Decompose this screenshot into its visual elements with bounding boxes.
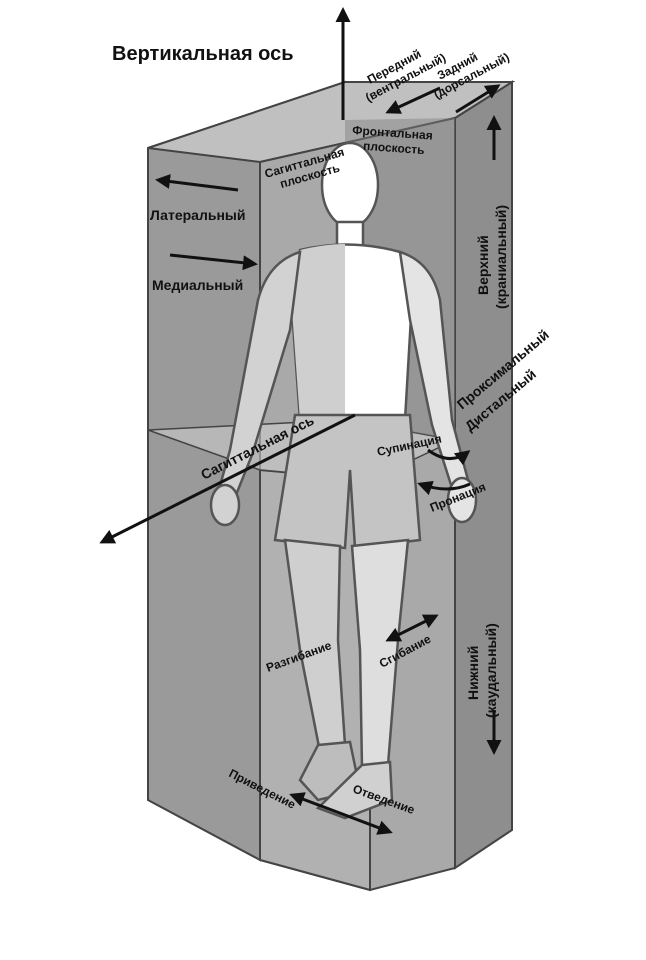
figure-right-arm	[398, 250, 470, 490]
superior-label: Верхний (краниальный)	[475, 205, 509, 309]
flexion-arrow	[385, 614, 439, 642]
direction-arrows	[99, 7, 502, 835]
abduction-arrow	[289, 792, 393, 835]
lateral-label: Латеральный	[150, 207, 245, 223]
anterior-arrow	[385, 86, 441, 114]
diagram-title: Вертикальная ось	[112, 43, 294, 65]
medial-arrow	[169, 253, 258, 271]
inferior-label: Нижний (каудальный)	[465, 623, 499, 718]
figure-neck	[335, 220, 365, 248]
box-top-face	[147, 81, 516, 164]
pronation-arrow	[417, 480, 471, 496]
sagittal-axis-arrow	[99, 413, 356, 544]
human-figure	[209, 141, 478, 820]
posterior-arrow	[455, 84, 501, 114]
frontal-plane-label: Фронтальная плоскость	[351, 123, 437, 158]
lateral-arrow	[155, 174, 239, 192]
medial-label: Медиальный	[152, 277, 243, 293]
supination-arrow	[427, 448, 471, 466]
figure-left-hand	[209, 483, 241, 527]
figure-torso-left-shade	[292, 244, 345, 420]
